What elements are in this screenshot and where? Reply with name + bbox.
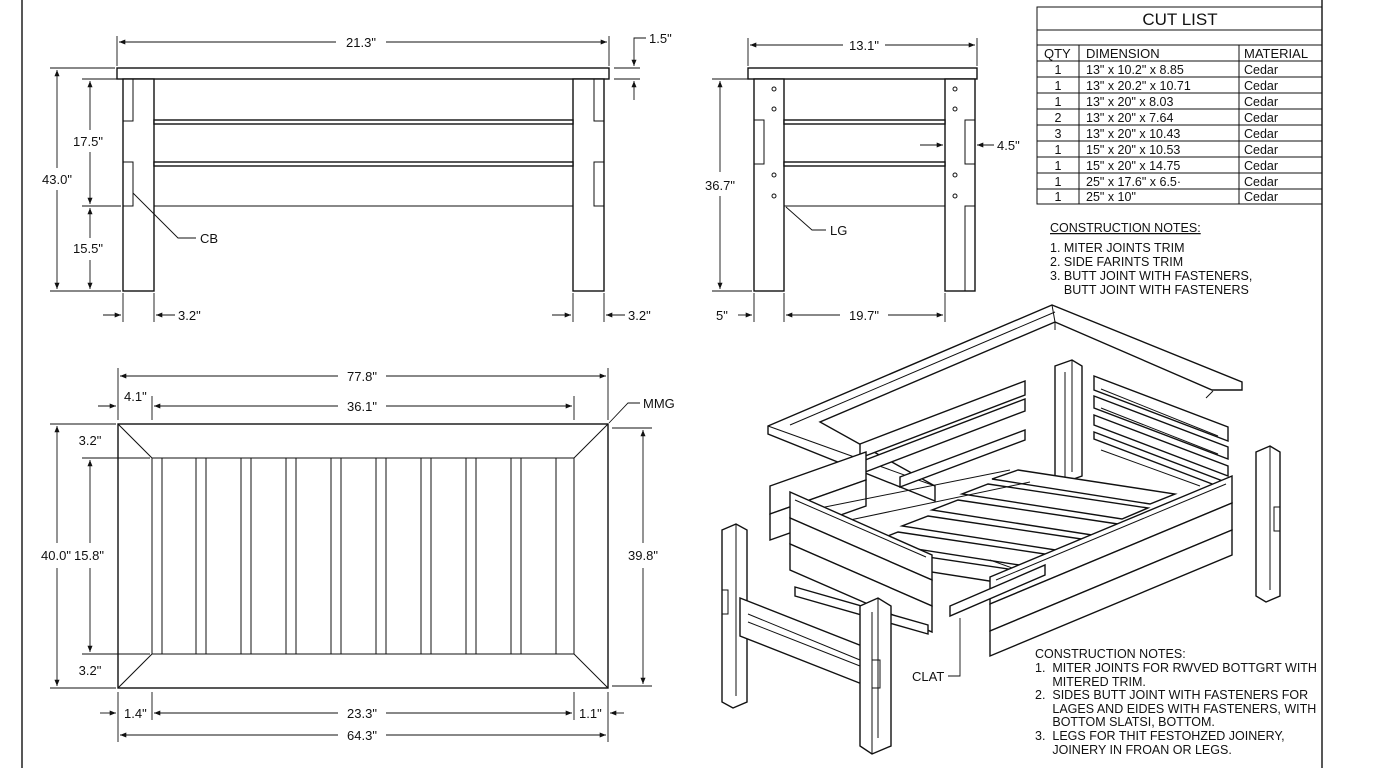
cut-list-material: Cedar [1244,190,1278,204]
dim-right-leg: 3.2" [628,308,651,323]
notes-lower-line: MITERED TRIM. [1035,675,1146,689]
cut-list-material: Cedar [1244,127,1278,141]
construction-notes-lower: CONSTRUCTION NOTES: 1. MITER JOINTS FOR … [1035,647,1317,757]
cut-list-material: Cedar [1244,159,1278,173]
cut-list-qty: 1 [1055,143,1062,157]
cut-list-row: 2 13" x 20" x 7.64 Cedar [1055,111,1279,125]
cut-list-dimension: 13" x 20" x 8.03 [1086,95,1173,109]
cut-list-row: 1 13" x 20" x 8.03 Cedar [1055,95,1279,109]
notes-lower-title: CONSTRUCTION NOTES: [1035,647,1186,661]
notes-upper-line: 2. SIDE FARINTS TRIM [1050,255,1183,269]
dim-plan-overall: 77.8" [347,369,377,384]
notes-lower-line: 1. MITER JOINTS FOR RWVED BOTTGRT WITH [1035,661,1317,675]
callout-mmg: MMG [643,396,675,411]
callout-lg: LG [830,223,847,238]
cut-list-row: 1 15" x 20" x 10.53 Cedar [1055,143,1279,157]
notes-upper-line: BUTT JOINT WITH FASTENERS [1050,283,1249,297]
dim-plan-bottom-inner: 23.3" [347,706,377,721]
dim-plan-border: 4.1" [124,389,147,404]
dim-side-inner: 19.7" [849,308,879,323]
notes-upper-title: CONSTRUCTION NOTES: [1050,221,1201,235]
dim-plan-right-border: 1.1" [579,706,602,721]
callout-cb: CB [200,231,218,246]
cut-list-row: 1 13" x 20.2" x 10.71 Cedar [1055,79,1279,93]
notes-lower-line: 2. SIDES BUTT JOINT WITH FASTENERS FOR [1035,688,1308,702]
dim-plan-left-border: 1.4" [124,706,147,721]
exploded-view: CLAT [721,304,1281,755]
dim-plan-bottom-border: 3.2" [79,663,102,678]
cut-list-qty: 1 [1055,190,1062,204]
cut-list: CUT LIST QTY DIMENSION MATERIAL 1 13" x … [1036,6,1323,205]
cut-list-dimension: 15" x 20" x 14.75 [1086,159,1180,173]
notes-upper-line: 3. BUTT JOINT WITH FASTENERS, [1050,269,1252,283]
cut-list-row: 1 13" x 10.2" x 8.85 Cedar [1055,63,1279,77]
construction-notes-upper: CONSTRUCTION NOTES: 1. MITER JOINTS TRIM… [1050,221,1252,297]
notes-lower-line: 3. LEGS FOR THIT FESTOHZED JOINERY, [1035,729,1285,743]
dim-overall-height: 43.0" [42,172,72,187]
dim-plan-inner-height: 15.8" [74,548,104,563]
cut-list-qty: 1 [1055,175,1062,189]
notes-lower-line: BOTTOM SLATSI, BOTTOM. [1035,715,1215,729]
cut-list-dimension: 25" x 10" [1086,190,1136,204]
cut-list-material: Cedar [1244,79,1278,93]
cut-list-dimension: 25" x 17.6" x 6.5· [1086,175,1181,189]
cut-list-row: 1 15" x 20" x 14.75 Cedar [1055,159,1279,173]
dim-side-width: 13.1" [849,38,879,53]
cut-list-dimension: 13" x 20.2" x 10.71 [1086,79,1191,93]
cut-list-qty: 3 [1055,127,1062,141]
cut-list-material: Cedar [1244,111,1278,125]
cut-list-material: Cedar [1244,95,1278,109]
cut-list-row: 1 25" x 17.6" x 6.5· Cedar [1055,175,1279,189]
dim-side-height: 36.7" [705,178,735,193]
notes-lower-line: JOINERY IN FROAN OR LEGS. [1035,743,1232,757]
cut-list-material: Cedar [1244,143,1278,157]
dim-plan-inner: 36.1" [347,399,377,414]
cut-list-dimension: 13" x 20" x 7.64 [1086,111,1173,125]
dim-side-rail: 4.5" [997,138,1020,153]
cut-list-row: 1 25" x 10" Cedar [1055,190,1279,204]
dim-plan-height: 40.0" [41,548,71,563]
front-view: 21.3" 1.5" 43.0" 17.5" 15.5" 3.2" 3.2" C… [42,31,672,323]
dim-side-leg: 5" [716,308,728,323]
cut-list-material: Cedar [1244,175,1278,189]
cut-list-dimension: 15" x 20" x 10.53 [1086,143,1180,157]
cut-list-row: 3 13" x 20" x 10.43 Cedar [1055,127,1279,141]
cut-list-header-material: MATERIAL [1244,46,1308,61]
cut-list-qty: 1 [1055,79,1062,93]
notes-lower-line: LAGES AND EIDES WITH FASTENERS, WITH [1035,702,1316,716]
dim-plan-base: 64.3" [347,728,377,743]
cut-list-title: CUT LIST [1142,10,1217,29]
cut-list-header-dimension: DIMENSION [1086,46,1160,61]
dim-top-width: 21.3" [346,35,376,50]
callout-clat: CLAT [912,669,944,684]
cut-list-dimension: 13" x 20" x 10.43 [1086,127,1180,141]
plan-view: 77.8" 4.1" 36.1" MMG 40.0" 3.2" 15.8" 3.… [41,368,675,743]
dim-top-thickness: 1.5" [649,31,672,46]
dim-plan-top-border: 3.2" [79,433,102,448]
notes-upper-line: 1. MITER JOINTS TRIM [1050,241,1185,255]
cut-list-dimension: 13" x 10.2" x 8.85 [1086,63,1184,77]
cut-list-qty: 1 [1055,159,1062,173]
dim-left-leg: 3.2" [178,308,201,323]
dim-plan-right-height: 39.8" [628,548,658,563]
cut-list-header-qty: QTY [1044,46,1071,61]
cut-list-qty: 1 [1055,63,1062,77]
cut-list-material: Cedar [1244,63,1278,77]
side-view: 13.1" 36.7" 4.5" 5" 19.7" LG [705,38,1020,323]
cut-list-qty: 1 [1055,95,1062,109]
dim-lower-height: 15.5" [73,241,103,256]
dim-upper-height: 17.5" [73,134,103,149]
cut-list-qty: 2 [1055,111,1062,125]
